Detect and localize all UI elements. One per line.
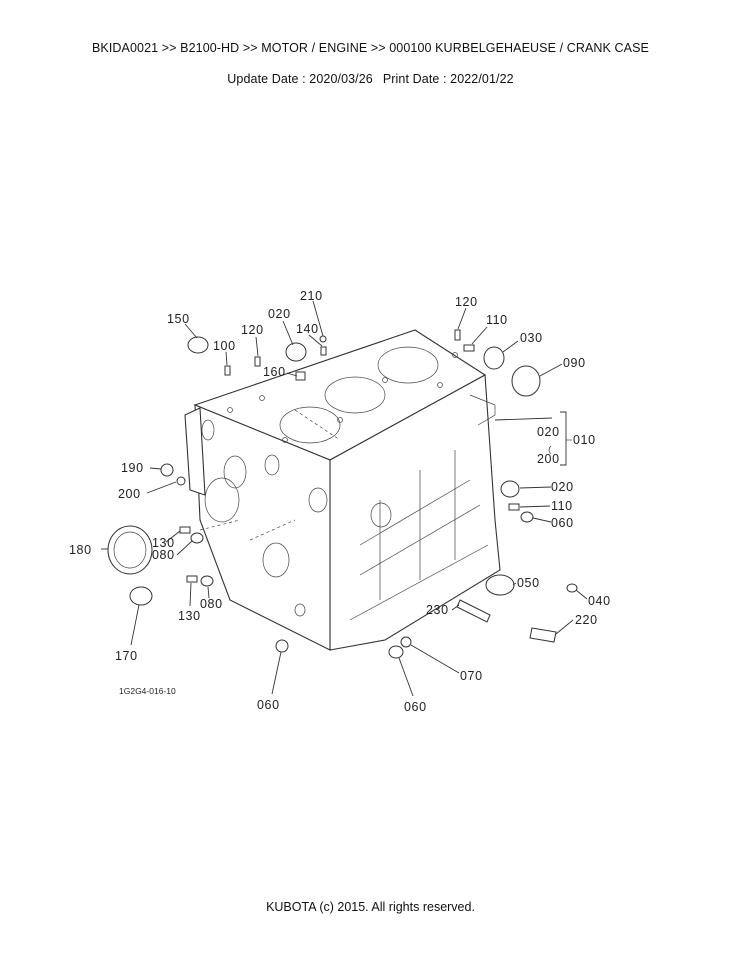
part-nut-060-right: [520, 511, 534, 523]
part-plug-150: [187, 336, 209, 354]
label-110-top: 110: [486, 313, 508, 327]
label-070: 070: [460, 669, 483, 683]
label-150: 150: [167, 312, 190, 326]
label-160: 160: [263, 365, 286, 379]
part-bush-080-lower: [200, 575, 214, 587]
label-020-right: 020: [551, 480, 574, 494]
part-bush-080-upper: [190, 532, 204, 544]
loose-parts: [107, 329, 578, 659]
label-200-bracket: 200: [537, 452, 560, 466]
part-gear-050: [485, 574, 515, 596]
label-010: 010: [573, 433, 596, 447]
label-110-right: 110: [551, 499, 573, 513]
part-washer-200: [176, 476, 186, 486]
front-opening: [201, 419, 215, 441]
deck-hole: [282, 437, 288, 443]
crank-case-block: [184, 329, 501, 651]
part-cover-090: [511, 365, 541, 397]
front-opening: [262, 542, 290, 578]
front-opening: [294, 603, 306, 617]
part-pin-130-lower: [186, 575, 198, 583]
label-130-upper: 130: [152, 536, 175, 550]
label-130-lower: 130: [178, 609, 201, 623]
label-060-right: 060: [551, 516, 574, 530]
part-pin-130-upper: [179, 526, 191, 534]
figure-code: 1G2G4-016-10: [119, 686, 176, 696]
front-opening: [264, 454, 280, 476]
part-plug-030: [483, 346, 505, 370]
label-120-left: 120: [241, 323, 264, 337]
part-fitting-220: [529, 627, 557, 643]
label-140: 140: [296, 322, 319, 336]
part-seal-180: [107, 525, 153, 575]
side-opening: [370, 502, 392, 528]
part-seal-180-inner: [113, 531, 147, 569]
label-020-bracket: 020: [537, 425, 560, 439]
label-120-right: 120: [455, 295, 478, 309]
part-pin-120-right: [454, 329, 461, 341]
part-plug-020-right: [500, 480, 520, 498]
part-plug-020-top: [285, 342, 307, 362]
label-230: 230: [426, 603, 449, 617]
label-210: 210: [300, 289, 323, 303]
label-060-left: 060: [257, 698, 280, 712]
deck-hole: [227, 407, 233, 413]
part-pin-120-left: [254, 356, 261, 367]
label-200-left: 200: [118, 487, 141, 501]
bracket-010: [560, 411, 567, 466]
front-main-bore: [204, 477, 240, 523]
part-oring-210: [319, 335, 327, 343]
range-tilde: [548, 445, 552, 455]
label-030: 030: [520, 331, 543, 345]
deck-hole: [259, 395, 265, 401]
breadcrumb: BKIDA0021 >> B2100-HD >> MOTOR / ENGINE …: [91, 41, 649, 55]
label-060-bottom: 060: [404, 700, 427, 714]
print-date: Print Date : 2022/01/22: [382, 72, 514, 86]
label-190: 190: [121, 461, 144, 475]
label-020-top: 020: [268, 307, 291, 321]
part-pin-110-top: [463, 344, 475, 352]
cylinder-bore-3: [377, 346, 439, 384]
front-opening: [308, 487, 328, 513]
deck-hole: [382, 377, 388, 383]
deck-hole: [337, 417, 343, 423]
front-opening: [223, 455, 247, 489]
side-ribs: [349, 450, 489, 621]
label-100: 100: [213, 339, 236, 353]
cylinder-bore-2: [324, 376, 386, 414]
deck-hole: [437, 382, 443, 388]
part-plug-160: [295, 371, 306, 381]
part-pin-140: [320, 346, 327, 356]
label-170: 170: [115, 649, 138, 663]
leader-lines: [101, 300, 588, 697]
label-040: 040: [588, 594, 611, 608]
part-nut-060-left: [275, 639, 289, 653]
part-pin-110-right: [508, 503, 520, 511]
cylinder-bore-1: [279, 406, 341, 444]
part-plug-070: [400, 636, 412, 648]
block-front-face: [194, 404, 331, 651]
part-sensor-230: [456, 599, 491, 623]
deck-hole: [452, 352, 458, 358]
copyright-footer: KUBOTA (c) 2015. All rights reserved.: [266, 900, 475, 914]
date-line: Update Date : 2020/03/26 Print Date : 202…: [0, 72, 741, 86]
block-left-end: [184, 407, 206, 496]
part-labels: 210 150 020 120 140 100 160 120 110 030 …: [69, 289, 611, 714]
part-plug-040: [566, 583, 578, 593]
part-nut-060-bottom: [388, 645, 404, 659]
label-080-lower: 080: [200, 597, 223, 611]
label-080-upper: 080: [152, 548, 175, 562]
part-plug-190: [160, 463, 174, 477]
part-pin-100: [224, 365, 231, 376]
update-date: Update Date : 2020/03/26: [227, 72, 373, 86]
rear-flange: [469, 394, 496, 426]
label-180: 180: [69, 543, 92, 557]
label-050: 050: [517, 576, 540, 590]
hidden-lines: [199, 409, 341, 541]
part-cap-170: [129, 586, 153, 606]
label-220: 220: [575, 613, 598, 627]
label-090: 090: [563, 356, 586, 370]
